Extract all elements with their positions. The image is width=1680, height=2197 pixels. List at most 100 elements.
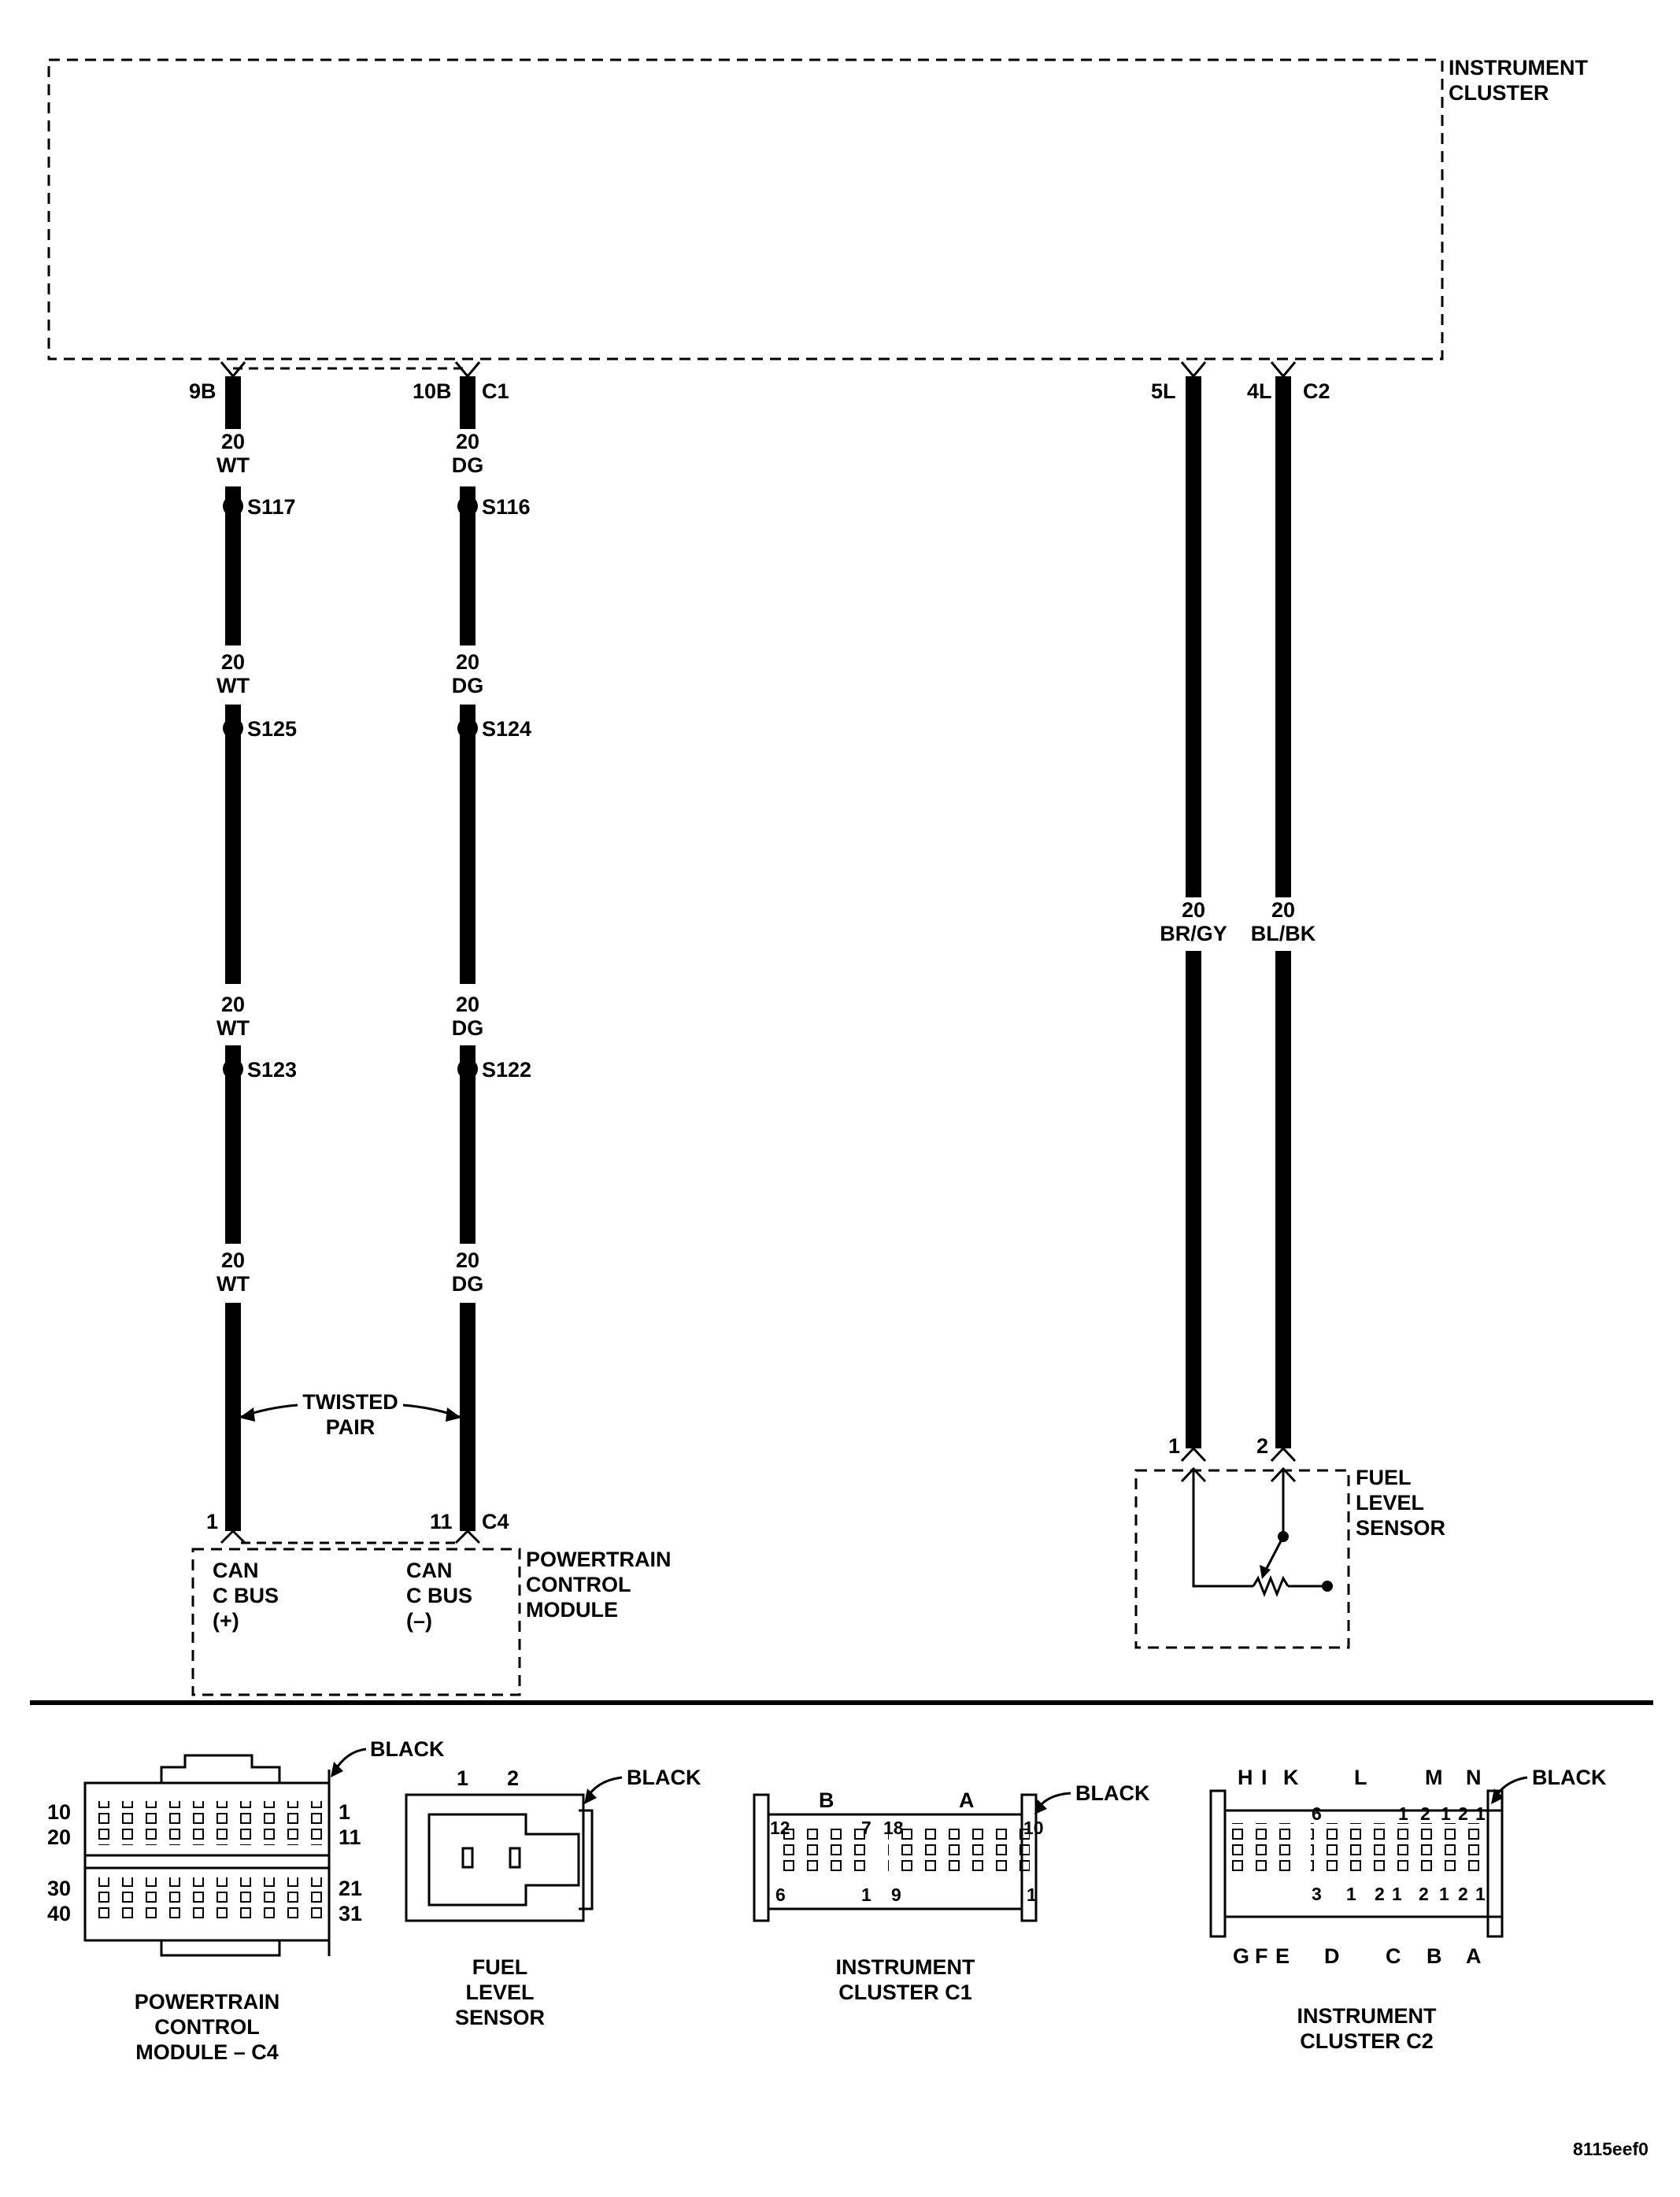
svg-text:C BUS: C BUS bbox=[213, 1584, 279, 1607]
fuel-sensor-pin-chevrons bbox=[1180, 1446, 1297, 1483]
svg-text:1: 1 bbox=[1392, 1884, 1402, 1904]
svg-text:1: 1 bbox=[1346, 1884, 1356, 1904]
splices bbox=[223, 496, 478, 1244]
pin-number: 1 bbox=[457, 1766, 468, 1790]
fuel-sensor-pin-2: 2 bbox=[1256, 1434, 1268, 1458]
svg-text:D: D bbox=[1324, 1944, 1340, 1968]
wire-color: WT bbox=[216, 453, 250, 477]
connector-caption: INSTRUMENT bbox=[836, 1955, 975, 1979]
connector-label-c1: C1 bbox=[482, 379, 509, 403]
svg-text:2: 2 bbox=[1419, 1884, 1429, 1904]
svg-text:CAN: CAN bbox=[213, 1559, 259, 1582]
pin-number: 10 bbox=[1023, 1818, 1044, 1838]
pin-number: 7 bbox=[861, 1818, 871, 1838]
leader-arrow bbox=[331, 1762, 343, 1777]
fuel-sensor-pin-1: 1 bbox=[1168, 1434, 1180, 1458]
splice-dot bbox=[457, 496, 478, 516]
svg-text:I: I bbox=[1261, 1766, 1267, 1789]
pcm-c4-color-label: BLACK bbox=[370, 1737, 445, 1761]
pin-number: 21 bbox=[339, 1877, 362, 1900]
svg-text:C: C bbox=[1386, 1944, 1401, 1968]
wire-color: DG bbox=[452, 674, 484, 697]
svg-text:2: 2 bbox=[1375, 1884, 1385, 1904]
wire-color: DG bbox=[452, 453, 484, 477]
figure-id: 8115eef0 bbox=[1573, 2139, 1649, 2159]
svg-text:G: G bbox=[1233, 1944, 1249, 1968]
connector-caption: CLUSTER C1 bbox=[838, 1981, 972, 2004]
wire-color: WT bbox=[216, 1016, 250, 1040]
wire-gauge: 20 bbox=[456, 993, 479, 1016]
svg-text:H: H bbox=[1238, 1766, 1253, 1789]
svg-text:MODULE: MODULE bbox=[526, 1598, 618, 1622]
wire-gauge: 20 bbox=[221, 993, 245, 1016]
ic-c2-row2-numbers: 3 1 2 1 2 1 2 1 bbox=[1312, 1884, 1486, 1904]
pin-number: 31 bbox=[339, 1902, 362, 1925]
svg-text:PAIR: PAIR bbox=[326, 1415, 376, 1439]
pin-number: 6 bbox=[775, 1884, 786, 1905]
top-pin-chevrons bbox=[220, 361, 1297, 379]
splice-dot bbox=[223, 718, 243, 738]
wire-color: WT bbox=[216, 1272, 250, 1296]
connector-caption: MODULE – C4 bbox=[135, 2040, 279, 2064]
pin-number: 18 bbox=[883, 1818, 904, 1838]
wire-gauge: 20 bbox=[456, 1248, 479, 1272]
splice-label-s123: S123 bbox=[247, 1058, 297, 1082]
pin-number: 1 bbox=[1027, 1884, 1037, 1905]
resistor-icon bbox=[1252, 1574, 1290, 1598]
pin-number: 10 bbox=[47, 1800, 71, 1824]
svg-text:(+): (+) bbox=[213, 1609, 239, 1633]
svg-text:2: 2 bbox=[1458, 1803, 1468, 1824]
splice-dot bbox=[457, 1059, 478, 1079]
svg-text:POWERTRAIN: POWERTRAIN bbox=[526, 1548, 672, 1571]
ic-c2-color-label: BLACK bbox=[1532, 1766, 1607, 1789]
pcm-pin-11: 11 bbox=[430, 1510, 453, 1533]
ic-c1-connector-view bbox=[753, 1793, 1038, 1922]
svg-text:L: L bbox=[1354, 1766, 1367, 1789]
leader-arrow bbox=[1034, 1799, 1047, 1814]
pin-number: 12 bbox=[770, 1818, 790, 1838]
pin-number: 20 bbox=[47, 1825, 71, 1849]
svg-text:M: M bbox=[1425, 1766, 1443, 1789]
splice-dot bbox=[457, 718, 478, 738]
pin-number: 40 bbox=[47, 1902, 71, 1925]
svg-text:FUEL: FUEL bbox=[1356, 1466, 1412, 1489]
instrument-cluster-label-1: INSTRUMENT bbox=[1449, 56, 1588, 80]
cavity-letter: A bbox=[959, 1788, 975, 1812]
twisted-pair-note: TWISTED PAIR bbox=[239, 1390, 461, 1439]
pin-number: 30 bbox=[47, 1877, 71, 1900]
svg-text:1: 1 bbox=[1475, 1884, 1486, 1904]
pin-label-5l: 5L bbox=[1151, 379, 1176, 403]
instrument-cluster-label-2: CLUSTER bbox=[1449, 81, 1549, 105]
powertrain-control-module: POWERTRAIN CONTROL MODULE CAN C BUS (+) … bbox=[191, 1548, 672, 1696]
svg-text:1: 1 bbox=[1441, 1803, 1451, 1824]
svg-text:3: 3 bbox=[1312, 1884, 1322, 1904]
connector-caption: POWERTRAIN bbox=[135, 1990, 280, 2014]
wire-gauge: 20 bbox=[456, 650, 479, 674]
fuel-sensor-color-label: BLACK bbox=[627, 1766, 701, 1789]
svg-text:F: F bbox=[1255, 1944, 1268, 1968]
splice-label-s124: S124 bbox=[482, 717, 531, 741]
connector-caption: CONTROL bbox=[154, 2015, 259, 2039]
connector-caption: CLUSTER C2 bbox=[1300, 2029, 1434, 2053]
ic-c1-color-label: BLACK bbox=[1075, 1781, 1150, 1805]
ic-c2-top-letters: H I K L M N bbox=[1238, 1766, 1482, 1789]
ic-c2-connector-view bbox=[1209, 1789, 1504, 1938]
wire-color: DG bbox=[452, 1016, 484, 1040]
splice-label-s122: S122 bbox=[482, 1058, 531, 1082]
fuel-sensor-connector-view bbox=[405, 1793, 594, 1922]
svg-text:(–): (–) bbox=[406, 1609, 432, 1633]
svg-text:CAN: CAN bbox=[406, 1559, 453, 1582]
wire-color: DG bbox=[452, 1272, 484, 1296]
wire-gauge: 20 bbox=[1271, 898, 1295, 922]
svg-text:CONTROL: CONTROL bbox=[526, 1573, 631, 1596]
svg-text:C BUS: C BUS bbox=[406, 1584, 472, 1607]
connector-caption: LEVEL bbox=[465, 1981, 534, 2004]
pcm-c4-connector-view bbox=[83, 1754, 331, 1957]
pin-number: 2 bbox=[507, 1766, 519, 1790]
pin-label-10b: 10B bbox=[413, 379, 452, 403]
splice-dot bbox=[223, 1059, 243, 1079]
wire-color: BR/GY bbox=[1160, 922, 1227, 945]
splice-dot bbox=[223, 496, 243, 516]
wire-color: BL/BK bbox=[1251, 922, 1316, 945]
connector-label-c2: C2 bbox=[1303, 379, 1330, 403]
